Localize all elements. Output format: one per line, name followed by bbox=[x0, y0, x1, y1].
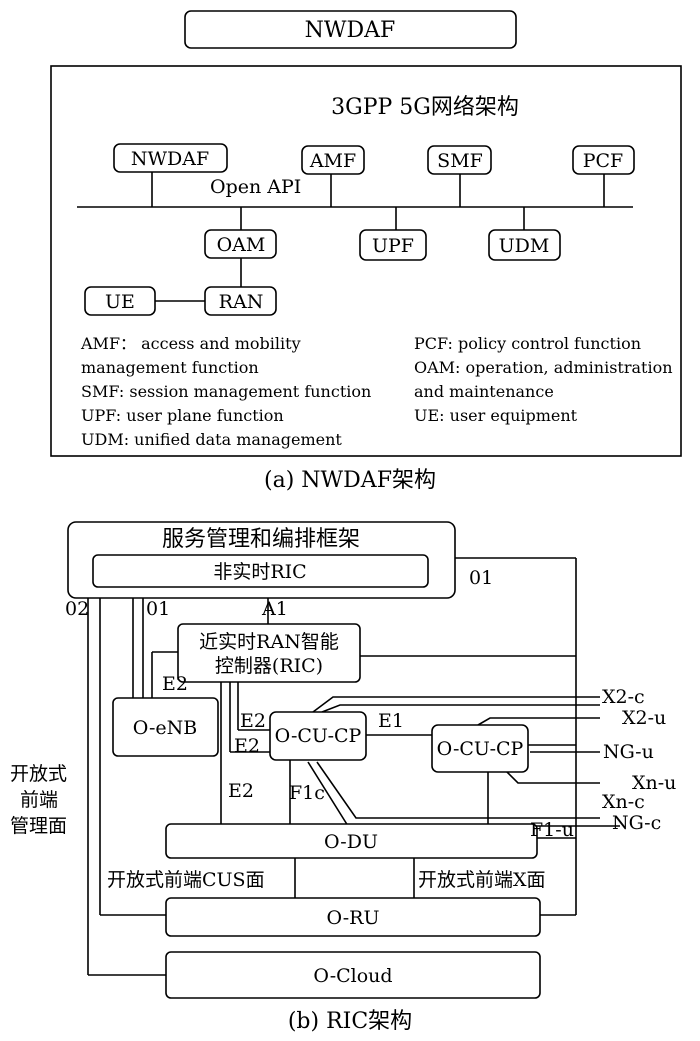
node-ran: RAN bbox=[204, 286, 277, 316]
o-du: O-DU bbox=[165, 823, 538, 859]
nwdaf-top-box: NWDAF bbox=[184, 10, 517, 49]
label-o2: 02 bbox=[65, 598, 89, 620]
svg-text:AMF: AMF bbox=[309, 150, 356, 172]
o-cu-cp-1: O-CU-CP bbox=[269, 711, 367, 761]
caption-b: (b) RIC架构 bbox=[288, 1009, 412, 1034]
svg-text:O-CU-CP: O-CU-CP bbox=[437, 738, 524, 760]
caption-a: (a) NWDAF架构 bbox=[264, 468, 436, 493]
label-x2c: X2-c bbox=[602, 686, 645, 708]
label-xnc: Xn-c bbox=[602, 791, 645, 813]
5g-architecture-frame bbox=[50, 65, 682, 457]
svg-text:O-CU-CP: O-CU-CP bbox=[275, 725, 362, 747]
svg-text:UE: UE bbox=[105, 291, 135, 313]
node-udm: UDM bbox=[488, 229, 561, 261]
svg-text:UDM: UDM bbox=[499, 235, 550, 257]
interface-labels: 01 02 01 A1 E2 E2 E2 E2 E1 F1c F1-u X2-c… bbox=[65, 567, 676, 841]
svg-text:and maintenance: and maintenance bbox=[414, 382, 554, 401]
svg-text:O-RU: O-RU bbox=[326, 907, 379, 929]
svg-text:管理面: 管理面 bbox=[10, 815, 67, 837]
svg-text:近实时RAN智能: 近实时RAN智能 bbox=[199, 631, 339, 653]
svg-text:UPF: user plane function: UPF: user plane function bbox=[81, 406, 284, 425]
label-o1-right: 01 bbox=[469, 567, 493, 589]
label-e2-enb: E2 bbox=[162, 673, 188, 695]
label-f1c: F1c bbox=[289, 782, 325, 804]
node-amf: AMF bbox=[301, 145, 365, 175]
svg-text:OAM: operation, administration: OAM: operation, administration bbox=[414, 358, 673, 377]
smo-label: 服务管理和编排框架 bbox=[162, 527, 360, 552]
node-smf: SMF bbox=[427, 145, 492, 175]
svg-text:控制器(RIC): 控制器(RIC) bbox=[215, 655, 323, 677]
label-e1: E1 bbox=[378, 710, 404, 732]
fronthaul-x-label: 开放式前端X面 bbox=[418, 869, 546, 891]
node-oam: OAM bbox=[204, 229, 277, 259]
near-rt-ric: 近实时RAN智能 控制器(RIC) bbox=[177, 623, 361, 683]
svg-text:开放式: 开放式 bbox=[10, 763, 67, 785]
svg-text:O-DU: O-DU bbox=[324, 831, 378, 853]
legend-right: PCF: policy control function OAM: operat… bbox=[414, 334, 673, 425]
svg-text:RAN: RAN bbox=[219, 291, 264, 313]
non-rt-ric: 非实时RIC bbox=[92, 554, 429, 588]
label-x2u: X2-u bbox=[622, 707, 666, 729]
svg-text:O-Cloud: O-Cloud bbox=[313, 965, 392, 987]
legend-left: AMF： access and mobility management func… bbox=[80, 334, 371, 449]
fronthaul-mgmt-label: 开放式 前端 管理面 bbox=[10, 763, 67, 837]
node-pcf: PCF bbox=[572, 145, 635, 175]
label-e2-du: E2 bbox=[228, 780, 254, 802]
svg-text:前端: 前端 bbox=[20, 789, 58, 811]
svg-text:NWDAF: NWDAF bbox=[131, 148, 209, 170]
node-ue: UE bbox=[84, 286, 156, 316]
open-api-label: Open API bbox=[210, 176, 301, 198]
svg-text:PCF: policy control function: PCF: policy control function bbox=[414, 334, 641, 353]
svg-text:非实时RIC: 非实时RIC bbox=[213, 561, 306, 583]
label-e2-cu-a: E2 bbox=[240, 710, 266, 732]
5g-connectors bbox=[151, 172, 605, 302]
svg-text:O-eNB: O-eNB bbox=[133, 717, 198, 739]
o-ru: O-RU bbox=[165, 897, 541, 937]
svg-text:SMF: SMF bbox=[437, 150, 483, 172]
o-cu-cp-2: O-CU-CP bbox=[431, 724, 529, 773]
fronthaul-cus-label: 开放式前端CUS面 bbox=[107, 869, 265, 891]
label-ngu: NG-u bbox=[603, 741, 654, 763]
node-nwdaf: NWDAF bbox=[113, 143, 228, 173]
svg-text:UDM: unified data management: UDM: unified data management bbox=[81, 430, 342, 449]
5g-architecture-title: 3GPP 5G网络架构 bbox=[331, 95, 519, 120]
o-cloud: O-Cloud bbox=[165, 951, 541, 999]
label-a1: A1 bbox=[261, 598, 288, 620]
nwdaf-top-label: NWDAF bbox=[305, 18, 396, 43]
o-enb: O-eNB bbox=[112, 697, 219, 757]
label-f1u: F1-u bbox=[530, 819, 574, 841]
node-upf: UPF bbox=[359, 229, 427, 261]
svg-text:management function: management function bbox=[81, 358, 259, 377]
label-ngc: NG-c bbox=[612, 812, 661, 834]
svg-text:UE: user equipment: UE: user equipment bbox=[414, 406, 578, 425]
svg-text:AMF： access and mobility: AMF： access and mobility bbox=[80, 334, 301, 353]
svg-text:PCF: PCF bbox=[583, 150, 624, 172]
label-o1-left: 01 bbox=[146, 598, 170, 620]
svg-text:OAM: OAM bbox=[217, 234, 266, 256]
ric-connectors bbox=[87, 557, 620, 976]
label-e2-cu-b: E2 bbox=[234, 735, 260, 757]
label-xnu: Xn-u bbox=[632, 772, 676, 794]
svg-text:UPF: UPF bbox=[372, 235, 414, 257]
svg-text:SMF: session management funct: SMF: session management function bbox=[81, 382, 371, 401]
